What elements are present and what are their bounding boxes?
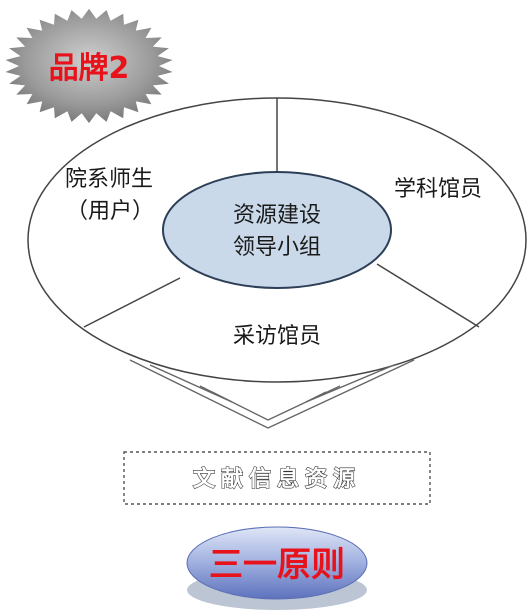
center-ellipse: [162, 171, 392, 289]
converging-arrow: [129, 359, 415, 429]
center-label-line2: 领导小组: [233, 235, 321, 260]
left-label-line1: 院系师生: [65, 167, 153, 192]
brand-badge: 品牌2: [5, 8, 173, 124]
resource-box-label: 文献信息资源: [193, 466, 361, 492]
stakeholder-ellipse: 院系师生 （用户） 学科馆员 采访馆员 资源建设 领导小组: [27, 97, 527, 383]
divider-right: [376, 263, 480, 328]
bottom-label: 采访馆员: [233, 324, 321, 349]
left-label-line2: （用户）: [66, 199, 154, 224]
divider-left: [83, 277, 181, 328]
arrow-inner: [199, 385, 341, 421]
resource-box-frame: [123, 451, 431, 505]
center-label-line1: 资源建设: [233, 203, 321, 228]
brand-badge-label: 品牌2: [49, 51, 130, 86]
resource-box: 文献信息资源: [123, 451, 431, 505]
starburst-shape: [5, 8, 173, 124]
right-label: 学科馆员: [394, 177, 482, 202]
arrow-outer: [129, 359, 415, 429]
principle-disc: 三一原则: [186, 526, 368, 610]
principle-label: 三一原则: [209, 545, 345, 585]
principle-disc-body: [186, 526, 368, 600]
